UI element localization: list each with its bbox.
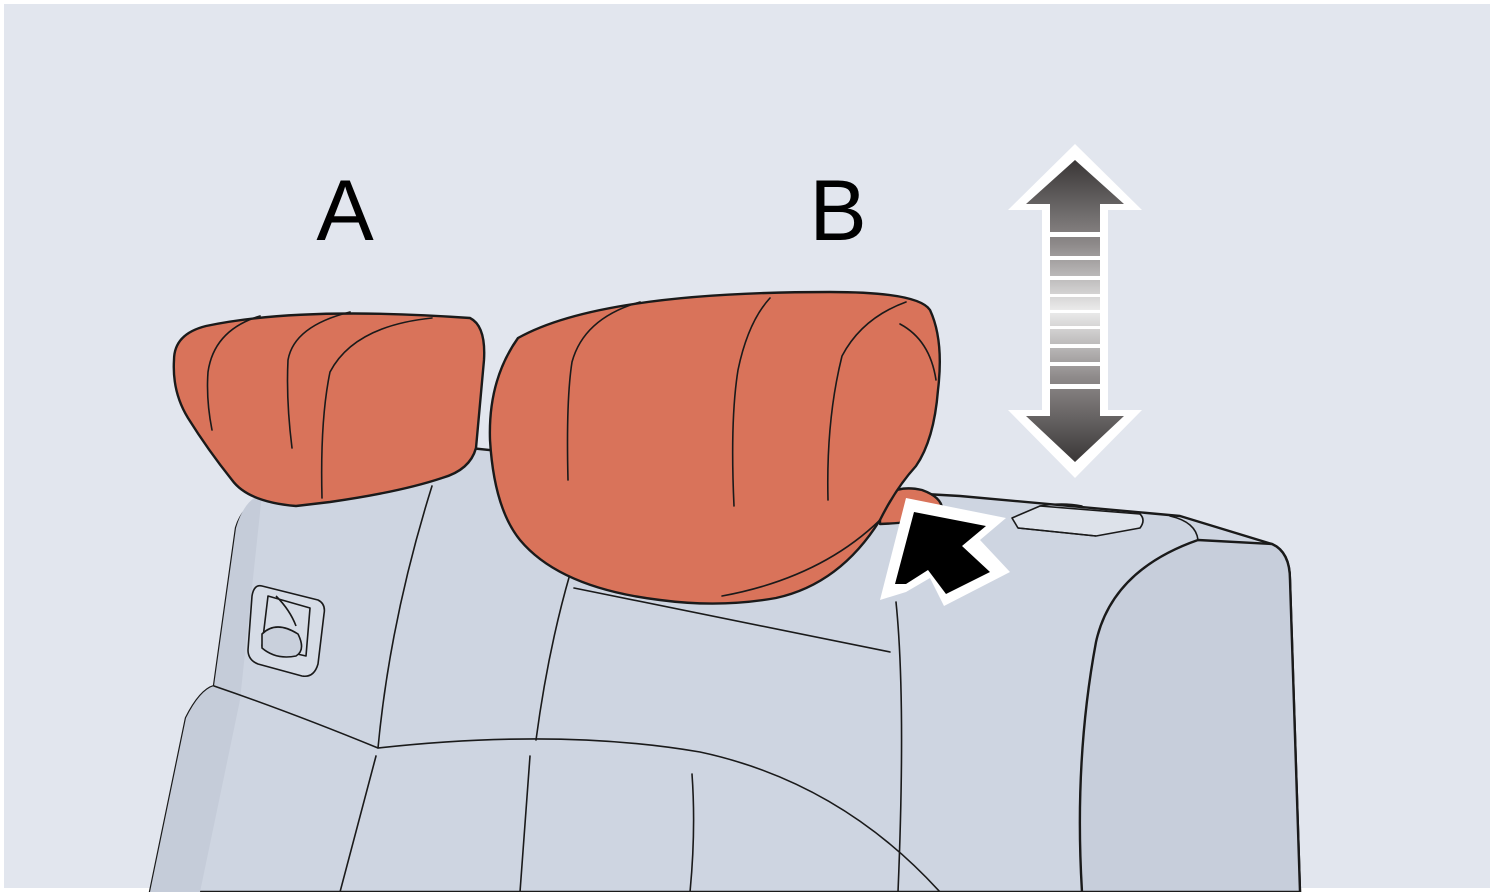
label-b: B bbox=[809, 163, 866, 259]
seat-latch bbox=[248, 586, 324, 677]
label-a: A bbox=[316, 163, 374, 259]
